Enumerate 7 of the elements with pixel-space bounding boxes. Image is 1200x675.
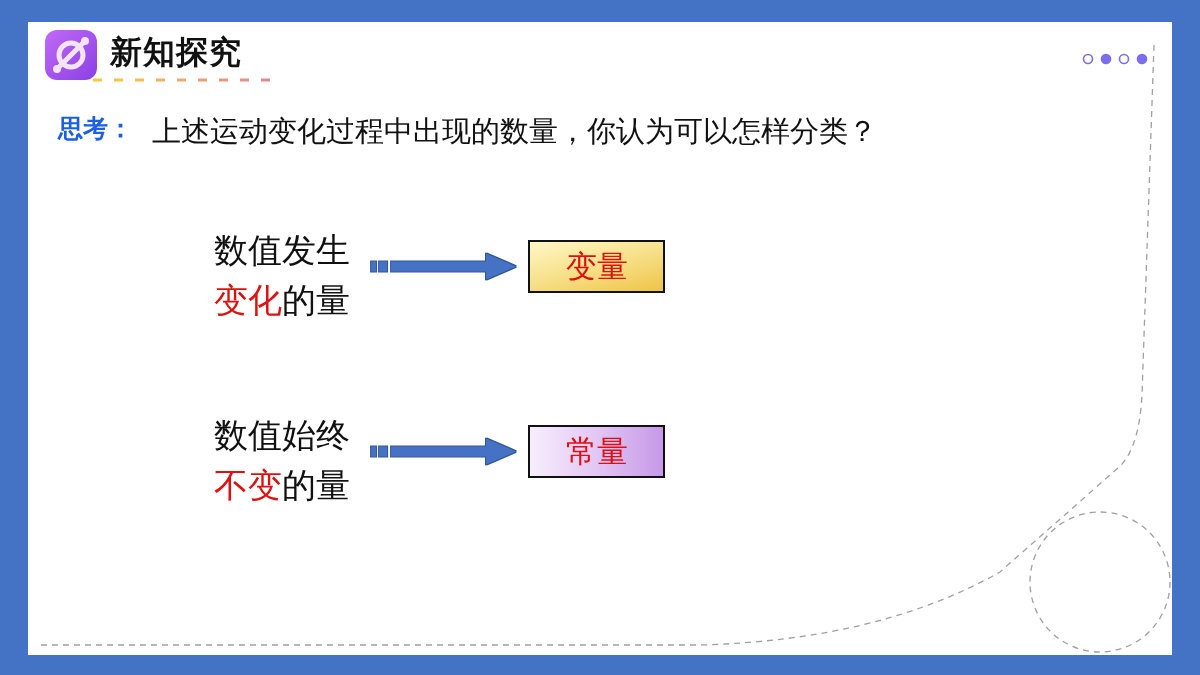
term-box: 变量 bbox=[528, 240, 665, 293]
term-box: 常量 bbox=[528, 425, 665, 478]
description-text: 数值始终不变的量 bbox=[214, 410, 356, 510]
prompt-label: 思考： bbox=[58, 113, 133, 145]
description-text: 数值发生变化的量 bbox=[214, 225, 356, 325]
question-text: 上述运动变化过程中出现的数量，你认为可以怎样分类？ bbox=[152, 113, 877, 149]
section-title: 新知探究 bbox=[110, 32, 242, 73]
